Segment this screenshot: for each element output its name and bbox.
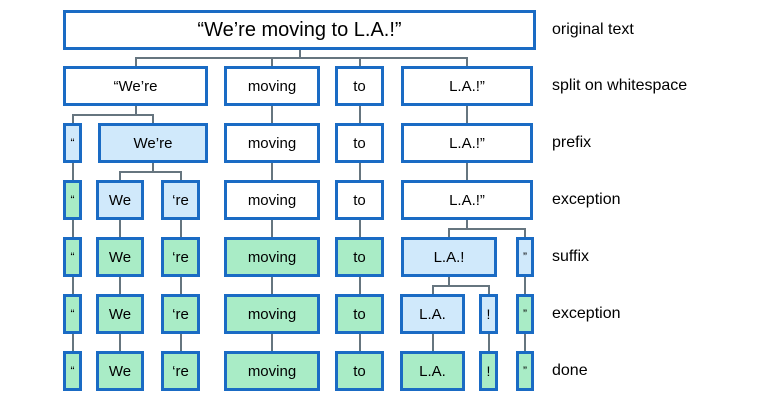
connector-line: [134, 57, 468, 59]
connector-line: [466, 58, 468, 66]
token-box: moving: [224, 294, 320, 334]
token-box: “: [63, 237, 82, 277]
connector-line: [179, 277, 182, 294]
connector-line: [524, 277, 526, 294]
connector-line: [524, 229, 526, 237]
token-box: “: [63, 123, 82, 163]
token-box: “: [63, 351, 82, 391]
token-box: to: [335, 237, 384, 277]
token-box: moving: [224, 180, 320, 220]
connector-line: [119, 220, 121, 237]
stage-label: done: [552, 362, 588, 379]
connector-line: [358, 277, 361, 294]
connector-line: [271, 106, 273, 123]
token-box: ”: [516, 294, 534, 334]
connector-line: [271, 277, 273, 294]
token-box: moving: [224, 123, 320, 163]
token-box: to: [335, 351, 384, 391]
connector-line: [448, 277, 450, 286]
connector-line: [119, 277, 121, 294]
stage-label: exception: [552, 191, 621, 208]
token-box: !: [479, 351, 498, 391]
connector-line: [466, 163, 468, 180]
token-box: “: [63, 294, 82, 334]
connector-line: [152, 163, 154, 172]
token-box: to: [335, 180, 384, 220]
connector-line: [71, 114, 154, 116]
stage-label: exception: [552, 305, 621, 322]
token-box: L.A.!”: [401, 66, 533, 106]
token-box: ‘re: [161, 294, 200, 334]
token-box: We’re: [98, 123, 208, 163]
connector-line: [487, 286, 490, 294]
connector-line: [271, 163, 273, 180]
connector-line: [358, 163, 361, 180]
connector-line: [179, 334, 182, 351]
connector-line: [358, 334, 361, 351]
token-box: We: [96, 237, 144, 277]
connector-line: [71, 277, 74, 294]
token-box: We: [96, 294, 144, 334]
connector-line: [134, 58, 137, 66]
connector-line: [271, 58, 273, 66]
connector-line: [119, 171, 182, 173]
connector-line: [71, 163, 74, 180]
connector-line: [431, 286, 434, 294]
token-box: to: [335, 123, 384, 163]
token-box: We: [96, 180, 144, 220]
stage-label: split on whitespace: [552, 77, 688, 94]
connector-line: [271, 334, 273, 351]
token-box: L.A.!”: [401, 123, 533, 163]
stage-label: suffix: [552, 248, 590, 265]
connector-line: [152, 115, 154, 123]
token-box: !: [479, 294, 498, 334]
connector-line: [466, 220, 468, 229]
stage-label: original text: [552, 21, 634, 38]
connector-line: [358, 106, 361, 123]
token-box: “We’re: [63, 66, 208, 106]
token-box: L.A.!”: [401, 180, 533, 220]
connector-line: [271, 220, 273, 237]
connector-line: [358, 58, 361, 66]
connector-line: [448, 229, 450, 237]
connector-line: [134, 106, 137, 115]
connector-line: [179, 172, 182, 180]
token-box: We: [96, 351, 144, 391]
connector-line: [524, 334, 526, 351]
token-box: ‘re: [161, 180, 200, 220]
token-box: L.A.: [400, 294, 465, 334]
connector-line: [71, 334, 74, 351]
token-box: ”: [516, 237, 534, 277]
connector-line: [487, 334, 490, 351]
token-box: to: [335, 66, 384, 106]
connector-line: [358, 220, 361, 237]
token-box: L.A.!: [401, 237, 497, 277]
connector-line: [431, 334, 434, 351]
connector-line: [119, 334, 121, 351]
connector-line: [448, 228, 526, 230]
connector-line: [119, 172, 121, 180]
stage-label: prefix: [552, 134, 592, 151]
connector-line: [179, 220, 182, 237]
token-box: moving: [224, 351, 320, 391]
token-box: L.A.: [400, 351, 465, 391]
token-box: “We’re moving to L.A.!”: [63, 10, 536, 50]
connector-line: [431, 285, 490, 287]
connector-line: [71, 115, 74, 123]
connector-line: [71, 220, 74, 237]
token-box: ”: [516, 351, 534, 391]
connector-line: [298, 50, 301, 58]
connector-line: [466, 106, 468, 123]
token-box: moving: [224, 237, 320, 277]
token-box: ‘re: [161, 237, 200, 277]
token-box: ‘re: [161, 351, 200, 391]
token-box: “: [63, 180, 82, 220]
token-box: to: [335, 294, 384, 334]
token-box: moving: [224, 66, 320, 106]
